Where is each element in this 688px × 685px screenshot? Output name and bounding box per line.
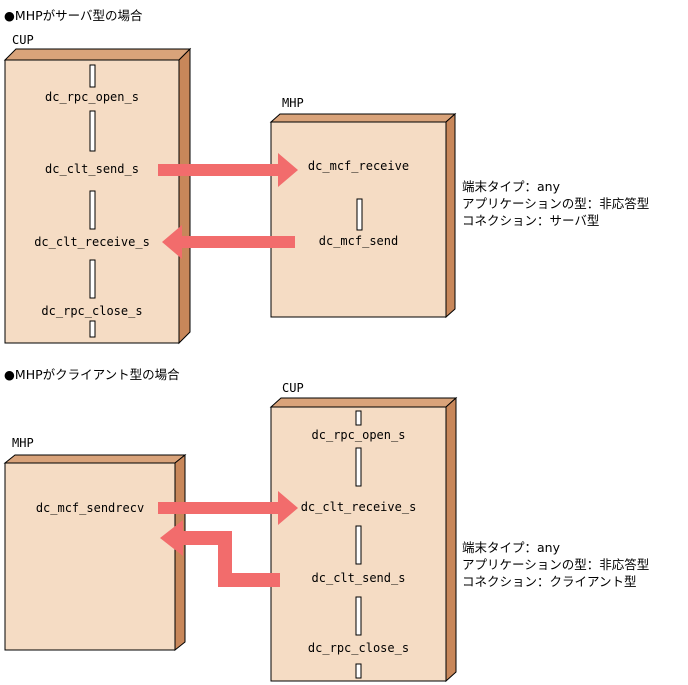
arrow-send-to-receive xyxy=(158,153,298,187)
lifeline-segment xyxy=(355,410,362,426)
mhp-label: MHP xyxy=(12,436,34,450)
arrow-sendrecv-to-receive xyxy=(158,491,298,525)
arrow-send-back-to-sendrecv xyxy=(160,520,280,587)
note-line: コネクション：クライアント型 xyxy=(462,574,637,589)
call-label: dc_rpc_open_s xyxy=(45,90,139,104)
call-label: dc_rpc_close_s xyxy=(41,304,143,318)
call-label: dc_clt_receive_s xyxy=(300,500,417,514)
lifeline-segment xyxy=(355,663,362,679)
section-heading-server: ●MHPがサーバ型の場合 xyxy=(4,8,143,23)
lifeline-segment xyxy=(89,110,96,152)
cup-label: CUP xyxy=(282,381,304,395)
call-label: dc_clt_receive_s xyxy=(34,235,150,249)
call-label: dc_mcf_sendrecv xyxy=(35,501,145,515)
note-line: アプリケーションの型：非応答型 xyxy=(462,557,650,572)
mhp-label: MHP xyxy=(282,96,304,110)
note-line: コネクション：サーバ型 xyxy=(462,213,600,228)
note-line: 端末タイプ：any xyxy=(462,179,560,194)
note-line: 端末タイプ：any xyxy=(462,540,560,555)
call-label: dc_rpc_open_s xyxy=(311,428,406,442)
lifeline-segment xyxy=(356,198,363,231)
lifeline-segment xyxy=(355,447,362,487)
mhp-box-server xyxy=(269,112,457,319)
mhp-box-client xyxy=(3,453,187,652)
lifeline-segment xyxy=(89,64,96,88)
note-line: アプリケーションの型：非応答型 xyxy=(462,196,650,211)
lifeline-segment xyxy=(355,525,362,565)
lifeline-segment xyxy=(89,259,96,299)
section-heading-client: ●MHPがクライアント型の場合 xyxy=(4,367,180,382)
call-label: dc_rpc_close_s xyxy=(307,641,410,655)
call-label: dc_mcf_receive xyxy=(307,159,410,173)
call-label: dc_mcf_send xyxy=(318,234,399,248)
cup-label: CUP xyxy=(12,33,34,47)
lifeline-segment xyxy=(89,320,96,338)
call-label: dc_clt_send_s xyxy=(45,162,139,176)
call-label: dc_clt_send_s xyxy=(311,571,406,585)
lifeline-segment xyxy=(89,190,96,230)
lifeline-segment xyxy=(355,596,362,636)
arrow-send-to-receive-back xyxy=(162,225,295,259)
